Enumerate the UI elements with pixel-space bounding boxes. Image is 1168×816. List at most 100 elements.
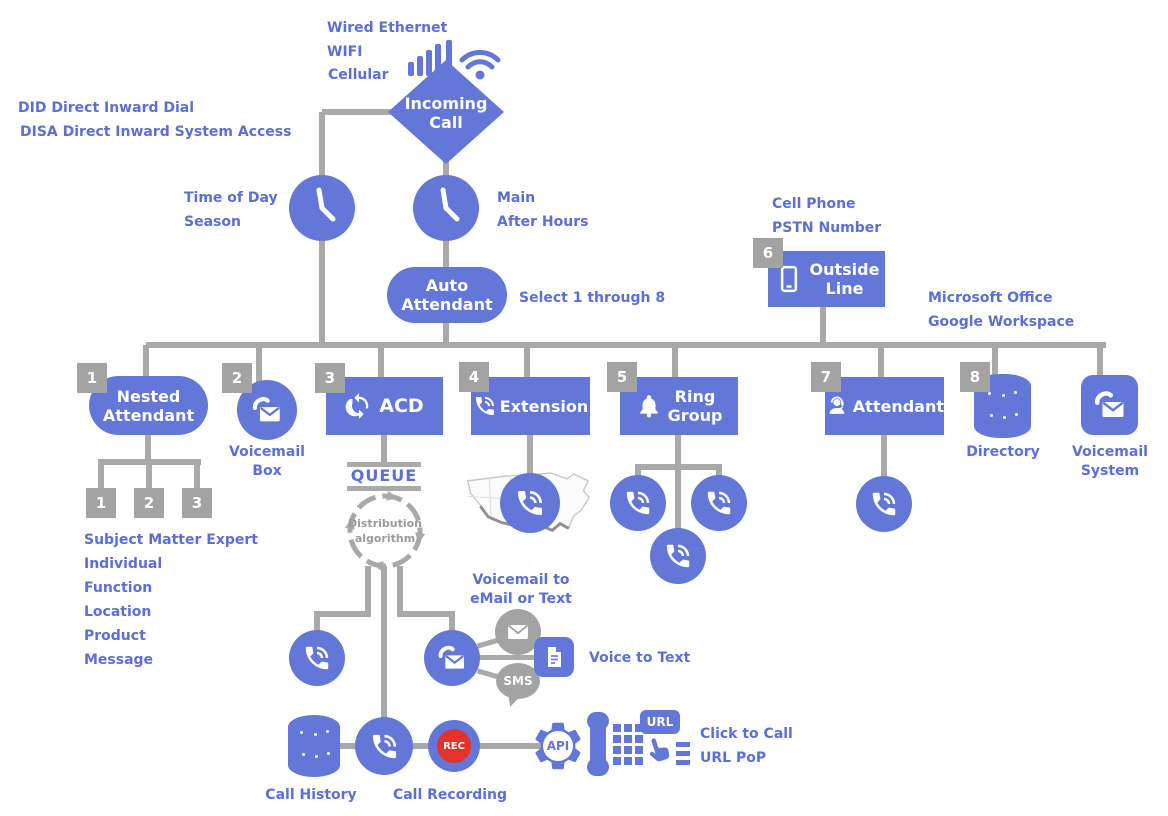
voice-to-text-label: Voice to Text (589, 650, 691, 666)
acd-badge: 3 (315, 363, 345, 393)
api-label: API (546, 739, 570, 753)
call-history-dots (300, 731, 303, 734)
did-label: DID Direct Inward Dial (18, 100, 195, 116)
acd-node: ACD (326, 377, 443, 435)
desk-phone-icon-top (587, 712, 609, 730)
nested-child-1: 1 (86, 488, 116, 518)
connector (820, 307, 826, 345)
ring-phone-icon (610, 475, 666, 531)
document-icon (542, 645, 566, 669)
call-recording-label: Call Recording (392, 787, 508, 803)
desk-phone-icon-bottom (587, 758, 609, 776)
attendant-node: Attendant (825, 377, 944, 435)
voicemail-routing-icon (424, 630, 480, 686)
tap-lines (676, 742, 690, 765)
distribution-label: Distribution algorithm (347, 517, 423, 545)
voicemail-box-badge: 2 (222, 363, 252, 393)
queue-top-line (347, 462, 421, 467)
auto-attendant-label: Auto Attendant (401, 276, 493, 314)
sms-bubble-tail (504, 693, 520, 709)
rec-button: REC (437, 729, 471, 763)
gear-center: API (543, 731, 573, 761)
nested-child-2: 2 (134, 488, 164, 518)
sms-label: SMS (503, 674, 533, 688)
connector (1097, 345, 1103, 376)
outside-line-badge: 6 (753, 238, 783, 268)
connector (397, 566, 403, 616)
agent-headset-icon (825, 392, 849, 420)
phone-icon (473, 394, 497, 418)
connector (449, 615, 455, 635)
ring-phone-icon (650, 528, 706, 584)
connector (672, 345, 678, 378)
connector (319, 112, 325, 178)
connector (256, 345, 262, 383)
sync-icon (345, 392, 373, 420)
nested-attendant-node: Nested Attendant (89, 376, 208, 435)
integrations-label: Microsoft Office Google Workspace (928, 290, 1075, 330)
network-label-cellular: Cellular (328, 67, 389, 83)
connector (378, 345, 384, 378)
network-label-wired: Wired Ethernet (327, 20, 448, 36)
attendant-phone-icon (856, 476, 912, 532)
bus-line (146, 342, 1106, 348)
acd-label: ACD (379, 394, 424, 417)
email-icon (495, 609, 541, 655)
url-tag: URL (640, 710, 680, 734)
extension-phone-icon (500, 473, 560, 533)
connector (319, 239, 325, 345)
voicemail-icon (1092, 387, 1128, 423)
extension-badge: 4 (459, 362, 489, 392)
connector (992, 345, 998, 376)
main-after-hours-label: Main After Hours (497, 190, 589, 230)
disa-label: DISA Direct Inward System Access (20, 124, 292, 140)
auto-attendant-node: Auto Attendant (387, 267, 507, 323)
connector (635, 468, 641, 480)
nested-attendant-badge: 1 (77, 363, 107, 393)
call-history-node (288, 715, 340, 777)
connector (716, 468, 722, 480)
connector (314, 615, 320, 635)
ring-group-node: Ring Group (620, 377, 738, 435)
outside-line-node: Outside Line (768, 251, 885, 307)
rec-label: REC (443, 740, 465, 752)
connector (314, 611, 371, 617)
api-node: API (529, 717, 587, 775)
queue-bottom-line (347, 486, 421, 491)
incoming-call-diamond (388, 60, 504, 164)
ring-group-badge: 5 (607, 362, 637, 392)
connector (443, 150, 449, 178)
attendant-label: Attendant (852, 396, 944, 416)
connector (443, 239, 449, 269)
keypad-icon (613, 724, 645, 768)
connector (143, 345, 149, 378)
sms-bubble-icon: SMS (496, 663, 540, 699)
connector (365, 566, 371, 616)
voicemail-system-node (1081, 375, 1138, 435)
connector (194, 463, 200, 489)
connector (145, 434, 151, 462)
call-recording-node: REC (428, 720, 480, 772)
connector (878, 345, 884, 378)
bell-icon (636, 393, 662, 419)
url-label: URL (646, 715, 674, 729)
ring-group-label: Ring Group (667, 387, 723, 425)
voicemail-to-email-label: Voicemail to eMail or Text (470, 572, 572, 607)
acd-agent-phone-icon (289, 630, 345, 686)
nested-attendant-label: Nested Attendant (102, 386, 195, 425)
extension-label: Extension (499, 396, 589, 416)
nested-child-3: 3 (182, 488, 212, 518)
voicemail-system-label: Voicemail System (1072, 444, 1148, 479)
directory-dots (988, 392, 991, 395)
connector (675, 432, 681, 470)
directory-label: Directory (966, 444, 1040, 460)
recorded-phone-icon (355, 717, 413, 775)
connector (322, 109, 400, 115)
directory-badge: 8 (960, 362, 990, 392)
voice-to-text-node (534, 637, 574, 677)
connector (479, 655, 539, 660)
smartphone-icon (774, 264, 804, 294)
outside-line-label: Outside Line (809, 260, 880, 298)
time-of-day-clock-icon (289, 175, 355, 241)
